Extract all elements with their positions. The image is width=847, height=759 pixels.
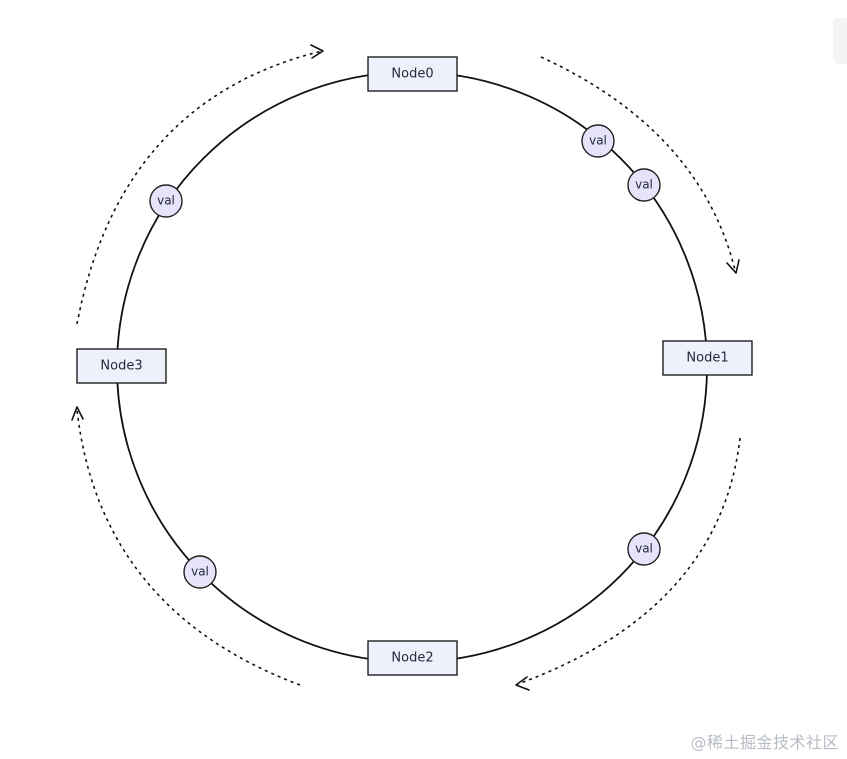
flow-arrows — [71, 44, 741, 691]
flow-arc-bottom-right — [517, 437, 741, 685]
node-box — [76, 348, 167, 384]
value-marker: val — [183, 555, 217, 589]
value-marker-circle — [183, 555, 217, 589]
value-marker: val — [627, 168, 661, 202]
value-marker-circle — [581, 124, 615, 158]
flow-arc-top-left — [76, 50, 323, 325]
value-marker-circle — [149, 184, 183, 218]
value-marker-label: val — [157, 194, 175, 208]
value-marker: val — [581, 124, 615, 158]
value-marker-label: val — [191, 565, 209, 579]
value-marker-label: val — [589, 134, 607, 148]
node-box — [367, 640, 458, 676]
arrow-head-top-left — [310, 44, 324, 59]
watermark: @稀土掘金技术社区 — [690, 733, 839, 752]
node-label: Node2 — [391, 651, 433, 666]
node-box — [367, 56, 458, 92]
corner-tab — [833, 18, 847, 64]
node-node0: Node0 — [367, 56, 458, 92]
node-node3: Node3 — [76, 348, 167, 384]
flow-arc-top-right — [540, 56, 736, 271]
node-label: Node1 — [686, 351, 728, 366]
node-node1: Node1 — [662, 340, 753, 376]
node-label: Node3 — [100, 359, 142, 374]
node-box — [662, 340, 753, 376]
node-label: Node0 — [391, 67, 433, 82]
value-marker-label: val — [635, 178, 653, 192]
flow-arc-bottom-left — [76, 409, 301, 686]
arrow-head-bottom-left — [71, 406, 84, 421]
value-marker-label: val — [635, 542, 653, 556]
arrow-head-top-right — [726, 259, 740, 274]
value-marker: val — [627, 532, 661, 566]
arrow-head-bottom-right — [515, 676, 530, 691]
value-marker: val — [149, 184, 183, 218]
value-marker-circle — [627, 532, 661, 566]
value-marker-circle — [627, 168, 661, 202]
node-node2: Node2 — [367, 640, 458, 676]
